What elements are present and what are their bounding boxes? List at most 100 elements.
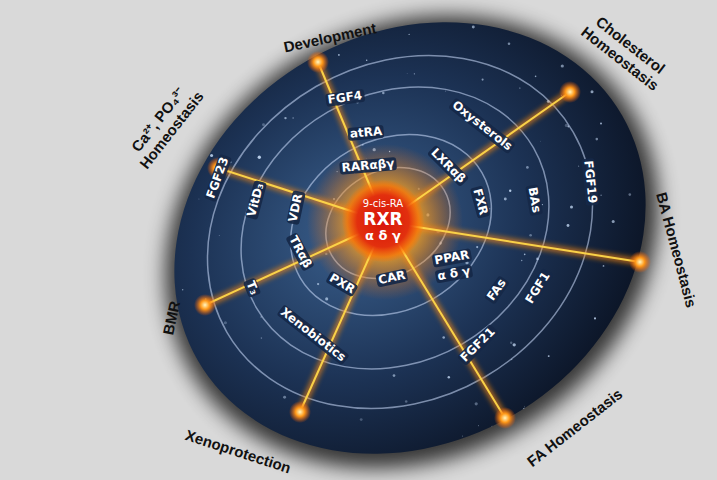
ray-glows	[205, 62, 640, 418]
star-dot	[620, 322, 622, 324]
star-dot	[638, 30, 641, 33]
star-dot	[598, 70, 600, 72]
star-dot	[491, 426, 493, 428]
node-text: RXR	[363, 210, 402, 230]
star-dot	[185, 357, 188, 360]
star-dot	[210, 154, 213, 157]
star-dot	[600, 195, 601, 196]
star-dot	[405, 400, 408, 403]
receptor-core: 9-cis-RARXRα δ γ	[342, 180, 424, 262]
star-dot	[325, 297, 328, 300]
star-dot	[524, 405, 526, 407]
star-dot	[409, 34, 410, 35]
category-label: BA Homeostasis	[653, 191, 700, 310]
star-dot	[569, 376, 572, 379]
star-dot	[442, 336, 445, 339]
star-dot	[570, 205, 573, 208]
star-dot	[482, 79, 484, 81]
rim-glow	[289, 401, 311, 423]
star-dot	[218, 234, 220, 236]
star-dot	[513, 343, 516, 346]
star-dot	[366, 60, 367, 61]
star-dot	[182, 289, 183, 290]
star-dot	[445, 90, 446, 91]
star-dot	[592, 377, 593, 378]
star-dot	[524, 254, 526, 256]
star-dot	[617, 371, 619, 373]
star-dot	[236, 42, 238, 44]
star-dot	[393, 374, 396, 377]
star-dot	[545, 435, 547, 437]
star-dot	[508, 42, 511, 45]
star-dot	[535, 31, 537, 33]
star-dot	[600, 123, 602, 125]
star-dot	[561, 64, 564, 67]
star-dot	[628, 193, 631, 196]
star-dot	[489, 208, 490, 209]
star-dot	[478, 425, 480, 427]
star-dot	[338, 54, 340, 56]
star-dot	[197, 20, 199, 22]
star-dot	[258, 32, 260, 34]
star-dot	[526, 166, 529, 169]
star-dot	[448, 376, 450, 378]
star-dot	[521, 414, 523, 416]
star-dot	[548, 355, 550, 357]
star-dot	[596, 138, 599, 141]
star-dot	[612, 220, 615, 223]
star-dot	[603, 265, 605, 267]
star-dot	[567, 224, 570, 227]
star-dot	[633, 327, 634, 328]
star-dot	[519, 87, 520, 88]
star-dot	[187, 39, 188, 40]
star-dot	[414, 73, 415, 74]
star-dot	[523, 408, 526, 411]
star-dot	[209, 389, 211, 391]
star-dot	[540, 140, 542, 142]
star-dot	[472, 26, 475, 29]
star-dot	[609, 381, 611, 383]
disc	[95, 0, 717, 480]
star-dot	[198, 198, 199, 199]
rings	[143, 0, 657, 477]
star-dot	[462, 435, 463, 436]
star-dot	[615, 419, 617, 421]
star-dot	[292, 117, 293, 118]
star-dot	[642, 146, 645, 149]
node-text: α δ γ	[365, 229, 401, 244]
ring	[143, 0, 657, 477]
star-dot	[406, 73, 408, 75]
node-text: 9-cis-RA	[363, 198, 403, 210]
rim-glow	[494, 407, 516, 429]
star-field	[159, 20, 659, 450]
star-dot	[160, 77, 162, 79]
rim-glow	[559, 81, 581, 103]
star-dot	[542, 204, 543, 205]
star-dot	[200, 67, 201, 68]
star-dot	[382, 92, 385, 95]
star-dot	[522, 418, 525, 421]
star-dot	[283, 396, 286, 399]
star-dot	[557, 406, 558, 407]
star-dot	[521, 260, 522, 261]
star-dot	[510, 342, 512, 344]
star-dot	[529, 234, 532, 237]
star-dot	[224, 321, 227, 324]
star-dot	[253, 445, 255, 447]
disc-shadow	[82, 0, 717, 480]
star-dot	[629, 401, 632, 404]
ring	[189, 32, 600, 424]
star-dot	[317, 283, 319, 285]
star-dot	[535, 75, 537, 77]
star-dot	[159, 424, 161, 426]
star-dot	[284, 117, 286, 119]
star-dot	[578, 166, 579, 167]
rim-glow	[629, 251, 651, 273]
star-dot	[621, 375, 622, 376]
star-dot	[475, 402, 478, 405]
star-dot	[509, 190, 511, 192]
star-dot	[640, 371, 643, 374]
rim-glow	[307, 51, 329, 73]
rays	[205, 62, 640, 418]
rim-glows	[194, 51, 651, 429]
